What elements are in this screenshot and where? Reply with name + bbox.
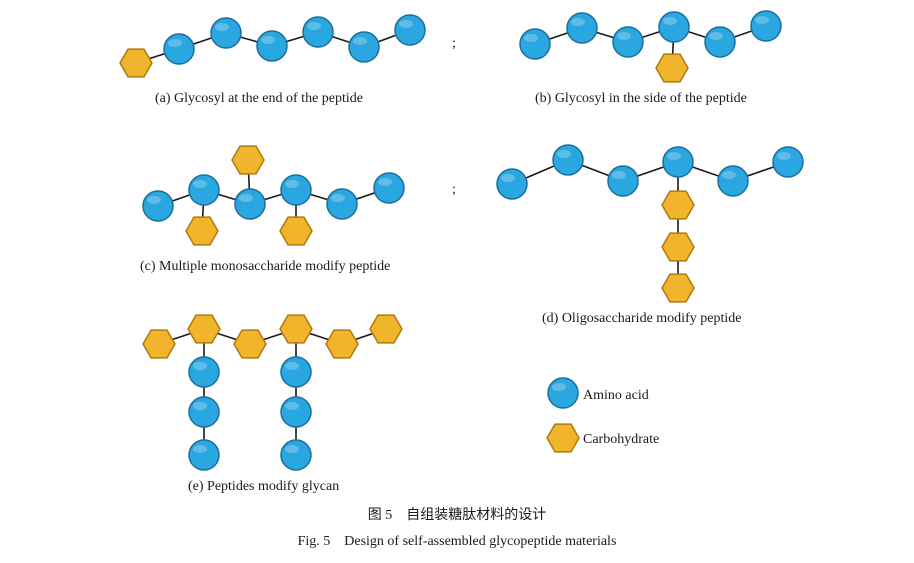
figure-caption-en: Fig. 5 Design of self-assembled glycopep… [298, 534, 617, 549]
panel-b-amino-acid-3 [612, 26, 644, 58]
figure-caption-zh: 图 5 自组装糖肽材料的设计 [368, 507, 547, 523]
panel-a-amino-acid-1 [163, 33, 195, 65]
legend-carbohydrate-hexagon [546, 423, 580, 453]
panel-c-carbohydrate-1 [231, 145, 265, 175]
panel-c-amino-acid-2 [188, 174, 220, 206]
panel-c-amino-acid-5 [326, 188, 358, 220]
panel-e-carbohydrate-5 [325, 329, 359, 359]
panel-e-carbohydrate-1 [142, 329, 176, 359]
panel-a-carbohydrate [119, 48, 153, 78]
separator-2: ; [452, 182, 456, 197]
legend-amino-acid-label: Amino acid [583, 388, 649, 403]
panel-a-amino-acid-3 [256, 30, 288, 62]
panel-d-amino-acid-2 [552, 144, 584, 176]
panel-b-amino-acid-4 [658, 11, 690, 43]
panel-b-caption: (b) Glycosyl in the side of the peptide [535, 91, 747, 106]
panel-a-amino-acid-4 [302, 16, 334, 48]
panel-e-branch2-amino-acid-2 [280, 396, 312, 428]
panel-a-caption: (a) Glycosyl at the end of the peptide [155, 91, 363, 106]
panel-c-caption: (c) Multiple monosaccharide modify pepti… [140, 259, 390, 274]
panel-d-carbohydrate-1 [661, 190, 695, 220]
panel-b-amino-acid-5 [704, 26, 736, 58]
panel-c-amino-acid-1 [142, 190, 174, 222]
panel-e-branch2-amino-acid-3 [280, 439, 312, 471]
panel-d-amino-acid-5 [717, 165, 749, 197]
panel-b-amino-acid-1 [519, 28, 551, 60]
panel-b-carbohydrate [655, 53, 689, 83]
panel-c-carbohydrate-3 [279, 216, 313, 246]
panel-c-amino-acid-3 [234, 188, 266, 220]
legend: Amino acid Carbohydrate [546, 377, 659, 453]
panel-d-amino-acid-3 [607, 165, 639, 197]
legend-amino-acid-circle [547, 377, 579, 409]
amino-acid-legend-icon [547, 377, 579, 409]
panel-c-carbohydrate-2 [185, 216, 219, 246]
panel-c-amino-acid-6 [373, 172, 405, 204]
panel-e-carbohydrate-2 [187, 314, 221, 344]
panel-b-amino-acid-2 [566, 12, 598, 44]
panel-e-caption: (e) Peptides modify glycan [188, 479, 339, 494]
legend-carbohydrate-label: Carbohydrate [583, 432, 659, 447]
panel-a-amino-acid-2 [210, 17, 242, 49]
node-layer [119, 10, 804, 471]
panel-e-branch1-amino-acid-3 [188, 439, 220, 471]
separator-1: ; [452, 36, 456, 51]
panel-a-amino-acid-5 [348, 31, 380, 63]
panel-e-carbohydrate-6 [369, 314, 403, 344]
panel-e-branch1-amino-acid-1 [188, 356, 220, 388]
panel-d-carbohydrate-2 [661, 232, 695, 262]
panel-e-carbohydrate-4 [279, 314, 313, 344]
panel-a-amino-acid-6 [394, 14, 426, 46]
panel-d-amino-acid-6 [772, 146, 804, 178]
panel-d-carbohydrate-3 [661, 273, 695, 303]
panel-e-branch2-amino-acid-1 [280, 356, 312, 388]
panel-b-amino-acid-6 [750, 10, 782, 42]
panel-c-amino-acid-4 [280, 174, 312, 206]
panel-d-amino-acid-4 [662, 146, 694, 178]
panel-e-branch1-amino-acid-2 [188, 396, 220, 428]
panel-d-amino-acid-1 [496, 168, 528, 200]
panel-d-caption: (d) Oligosaccharide modify peptide [542, 311, 741, 326]
carbohydrate-legend-icon [546, 423, 580, 453]
panel-e-carbohydrate-3 [233, 329, 267, 359]
